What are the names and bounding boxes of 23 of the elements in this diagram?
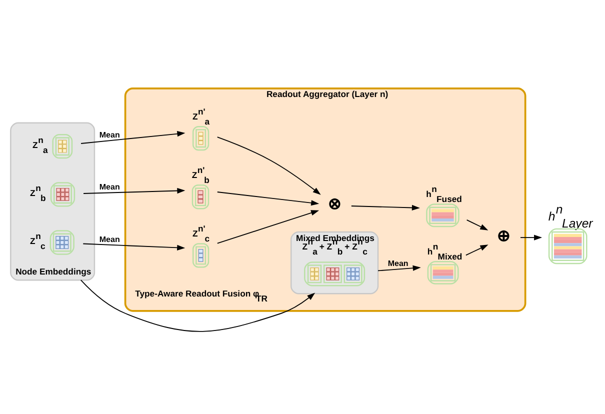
arrow [80,279,316,332]
node-box [427,260,459,284]
arrow [465,244,488,256]
arrow [83,187,186,194]
node-box [50,182,76,206]
node-text: ⊗ [328,194,341,212]
node-box [52,134,73,158]
node-box [192,184,210,209]
arrow [466,219,488,230]
node-box [304,261,366,286]
node-box [426,203,460,227]
node-text: ⊕ [496,226,510,244]
arrow [216,210,320,244]
arrow [216,136,321,194]
node-box [192,126,210,150]
arrow [350,204,420,210]
node-box [192,242,210,268]
arrow [80,130,186,144]
arrow [378,264,421,271]
arrow [520,234,542,240]
node-box [50,230,74,254]
arrow [82,242,186,250]
arrow [216,191,320,206]
